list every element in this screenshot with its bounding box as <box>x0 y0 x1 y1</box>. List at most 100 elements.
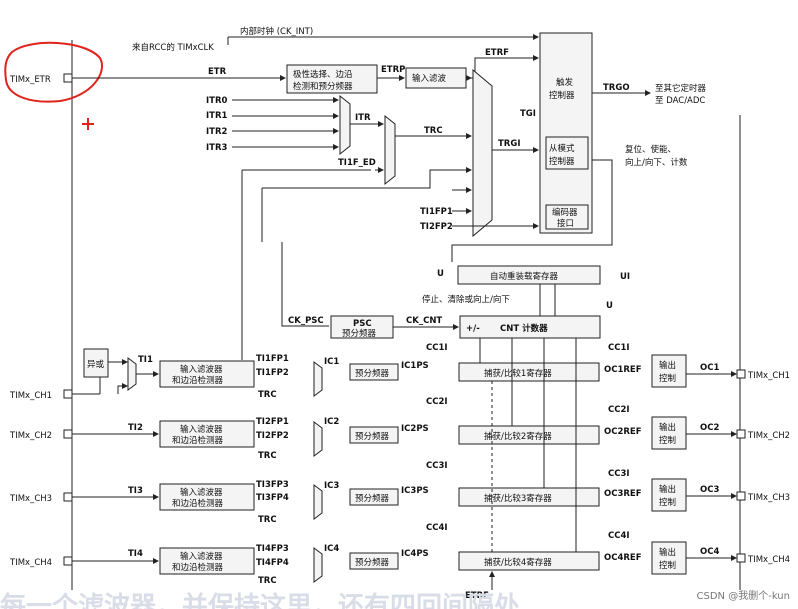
outctl-ch2-t1: 输出 <box>659 422 676 433</box>
cc4-text: 捕获/比较4寄存器 <box>484 557 552 568</box>
oc1ref-label: OC1REF <box>604 365 642 375</box>
trigger-text-1: 触发 <box>556 77 574 88</box>
outctl-ch2-t2: 控制 <box>659 435 676 446</box>
slave-text-2: 控制器 <box>549 156 575 167</box>
ch3-trc: TRC <box>258 515 277 525</box>
outctl-ch3 <box>651 478 687 512</box>
cnt-sign: +/- <box>466 324 480 334</box>
cc1i-label-a: CC1I <box>426 343 448 353</box>
cc3-text: 捕获/比较3寄存器 <box>484 493 552 504</box>
oc4-label: OC4 <box>700 547 719 557</box>
tgi-label: TGI <box>520 109 536 119</box>
outctl-ch4-t1: 输出 <box>659 547 676 558</box>
ic2ps-label: IC2PS <box>401 424 429 434</box>
filter-ch1-t2: 和边沿检测器 <box>172 375 224 386</box>
trgo-label: TRGO <box>603 83 630 93</box>
itr-mux <box>339 94 351 156</box>
cc1i-label-b: CC1I <box>608 343 630 353</box>
outctl-ch1 <box>651 354 687 388</box>
oc3ref-label: OC3REF <box>604 489 642 499</box>
pin-ch3-label: TIMx_CH3 <box>9 494 52 504</box>
watermark: CSDN @我删个-kun <box>696 591 790 602</box>
oc3-label: OC3 <box>700 485 719 495</box>
ti2fp2-label: TI2FP2 <box>420 222 453 232</box>
red-annotation-circle <box>4 41 103 103</box>
trc-mux <box>384 114 396 186</box>
channel-row-1: TIMx_CH1 TI1 输入滤波器 和边沿检测器 TI1FP1 TI1FP2 … <box>9 343 790 401</box>
prescaler-ch1 <box>349 363 399 381</box>
trgi-label: TRGI <box>498 139 520 149</box>
filter-ch3-t2: 和边沿检测器 <box>172 498 224 509</box>
internal-clock-label: 内部时钟 (CK_INT) <box>240 26 313 37</box>
channel-row-2: TIMx_CH2 TI2 输入滤波器 和边沿检测器 TI2FP1 TI2FP2 … <box>9 397 790 461</box>
rcc-clock-label: 来自RCC的 TIMxCLK <box>132 42 214 53</box>
arr-text: 自动重装载寄存器 <box>490 271 559 282</box>
cc4i-label-b: CC4I <box>608 531 630 541</box>
prescaler-ch2 <box>349 426 399 444</box>
pin-etr-label: TIMx_ETR <box>9 75 51 85</box>
cc2-register <box>458 425 600 445</box>
ti1fed-label: TI1F_ED <box>338 158 376 168</box>
pin-ch3-out-label: TIMx_CH3 <box>747 493 790 503</box>
filter-ch4-t2: 和边沿检测器 <box>172 562 224 573</box>
slave-text-1: 从模式 <box>549 143 575 154</box>
outctl-ch1-t2: 控制 <box>659 373 676 384</box>
oc1-label: OC1 <box>700 363 719 373</box>
cc3i-label-a: CC3I <box>426 461 448 471</box>
ch2-trc: TRC <box>258 451 277 461</box>
prescaler-ch4 <box>349 552 399 570</box>
ic3-mux <box>313 484 323 520</box>
slave-note-2: 向上/向下、计数 <box>625 157 688 168</box>
prescaler-ch4-t: 预分频器 <box>355 557 390 568</box>
etrf-label: ETRF <box>485 48 509 58</box>
ti1-mux <box>127 357 137 391</box>
trgo-note-2: 至 DAC/ADC <box>655 96 705 106</box>
cc2-text: 捕获/比较2寄存器 <box>484 431 552 442</box>
ti2-label: TI2 <box>128 423 143 433</box>
ic3ps-label: IC3PS <box>401 486 429 496</box>
channel-row-3: TIMx_CH3 TI3 输入滤波器 和边沿检测器 TI3FP3 TI3FP4 … <box>9 461 790 525</box>
outctl-ch4 <box>651 541 687 575</box>
ch1-fp1: TI1FP1 <box>256 354 289 364</box>
cc2i-label-a: CC2I <box>426 397 448 407</box>
prescaler-ch1-t: 预分频器 <box>355 368 390 379</box>
outctl-ch4-t2: 控制 <box>659 560 676 571</box>
pin-ch4-out-label: TIMx_CH4 <box>747 555 790 565</box>
u-label-cnt: U <box>606 301 613 311</box>
pin-ch1-out-label: TIMx_CH1 <box>747 371 790 381</box>
ch4-fp1: TI4FP3 <box>256 544 289 554</box>
outctl-ch2 <box>651 416 687 450</box>
outctl-ch3-t1: 输出 <box>659 484 676 495</box>
polarity-block <box>286 64 378 94</box>
outctl-ch1-t1: 输出 <box>659 360 676 371</box>
polarity-text-1: 极性选择、边沿 <box>293 69 353 80</box>
oc4ref-label: OC4REF <box>604 553 642 563</box>
ch4-fp2: TI4FP4 <box>256 558 289 568</box>
etr-label: ETR <box>208 67 227 77</box>
filter-ch4 <box>159 547 255 575</box>
ic4-label: IC4 <box>324 544 339 554</box>
itr2-label: ITR2 <box>206 127 228 137</box>
ti1-label: TI1 <box>138 355 153 365</box>
ch1-fp2: TI1FP2 <box>256 368 289 378</box>
trgo-note-1: 至其它定时器 <box>655 83 707 94</box>
ck-psc-label: CK_PSC <box>288 316 324 326</box>
ck-cnt-label: CK_CNT <box>406 316 442 326</box>
ui-label: UI <box>620 272 630 282</box>
etrp-label: ETRP <box>381 65 405 75</box>
cc3-register <box>458 487 600 507</box>
ic2-label: IC2 <box>324 417 339 427</box>
pin-ch4-label: TIMx_CH4 <box>9 558 52 568</box>
itr0-label: ITR0 <box>206 96 228 106</box>
stop-clear-text: 停止、清除或向上/向下 <box>422 294 510 305</box>
etrf-bottom-label: ETRF <box>465 591 489 601</box>
ic1-label: IC1 <box>324 357 339 367</box>
polarity-text-2: 检测和预分频器 <box>293 81 353 92</box>
filter-ch4-t1: 输入滤波器 <box>180 551 223 562</box>
cnt-text: CNT 计数器 <box>500 323 548 334</box>
encoder-block <box>545 204 589 230</box>
itr-label: ITR <box>355 113 371 123</box>
filter-ch2 <box>159 420 255 448</box>
prescaler-ch2-t: 预分频器 <box>355 431 390 442</box>
pin-etr <box>63 73 73 83</box>
